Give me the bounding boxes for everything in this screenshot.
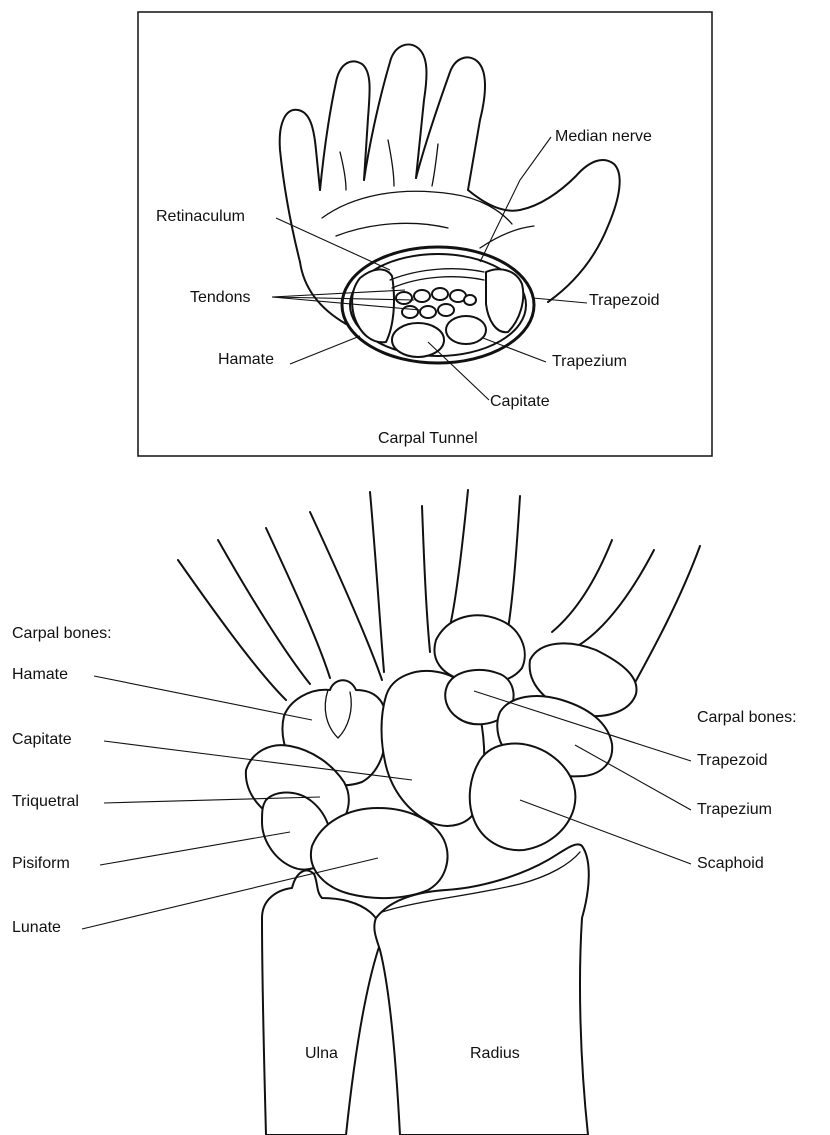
carpal-tunnel-figure: Median nerve Retinaculum Tendons Trapezo… xyxy=(138,12,712,456)
label-lunate: Lunate xyxy=(12,919,61,936)
label-radius: Radius xyxy=(470,1045,520,1062)
heading-carpal-bones-left: Carpal bones: xyxy=(12,625,112,642)
tendon-bundle xyxy=(396,288,476,318)
label-hamate-top: Hamate xyxy=(218,351,274,368)
label-median-nerve: Median nerve xyxy=(555,128,652,145)
label-scaphoid: Scaphoid xyxy=(697,855,764,872)
lunate-bone xyxy=(311,808,448,898)
label-retinaculum: Retinaculum xyxy=(156,208,245,225)
label-hamate: Hamate xyxy=(12,666,68,683)
top-labels: Median nerve Retinaculum Tendons Trapezo… xyxy=(156,128,660,447)
label-trapezium: Trapezium xyxy=(697,801,772,818)
figure-frame xyxy=(138,12,712,456)
label-pisiform: Pisiform xyxy=(12,855,70,872)
wrist-bones-figure: Carpal bones: Hamate Capitate Triquetral… xyxy=(12,490,797,1135)
label-trapezoid-top: Trapezoid xyxy=(589,292,660,309)
label-ulna: Ulna xyxy=(305,1045,338,1062)
label-triquetral: Triquetral xyxy=(12,793,79,810)
label-trapezium-top: Trapezium xyxy=(552,353,627,370)
label-capitate-top: Capitate xyxy=(490,393,550,410)
hand-outline xyxy=(280,44,620,324)
label-trapezoid: Trapezoid xyxy=(697,752,768,769)
ulna-bone xyxy=(262,870,381,1135)
wrist-cross-section xyxy=(342,247,534,363)
figure-caption: Carpal Tunnel xyxy=(378,430,478,447)
heading-carpal-bones-right: Carpal bones: xyxy=(697,709,797,726)
label-capitate: Capitate xyxy=(12,731,72,748)
label-tendons: Tendons xyxy=(190,289,251,306)
